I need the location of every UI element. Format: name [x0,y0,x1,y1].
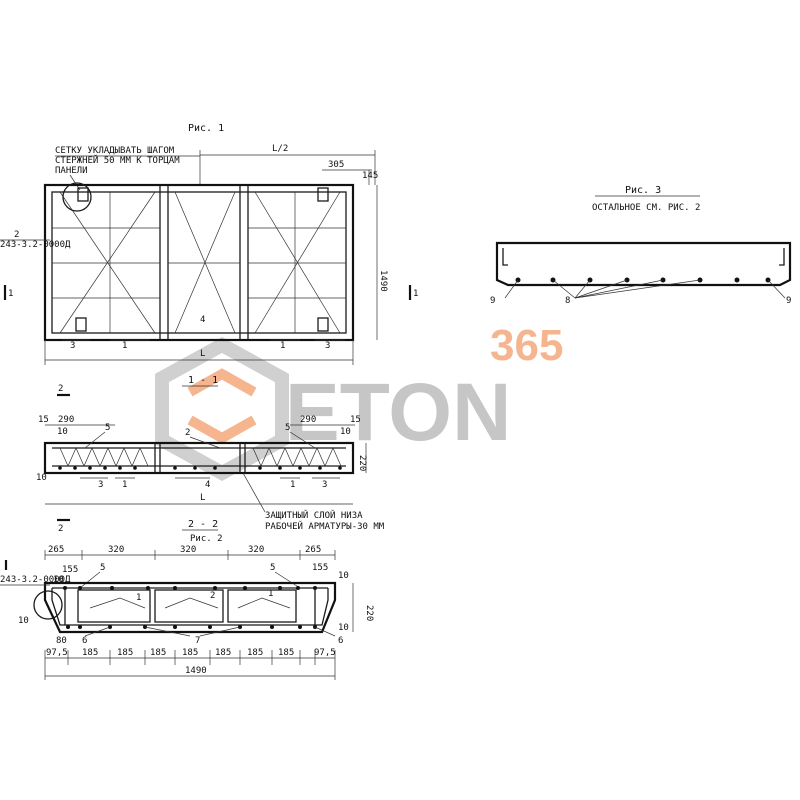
sec22-dim-bottom-8: 185 [278,648,294,658]
fig3-label-8: 8 [565,296,570,306]
sec22-dim-1490: 1490 [185,666,207,676]
fig1-dim-305: 305 [328,160,344,170]
sec11-label-5-right: 5 [285,423,290,433]
sec22-label-5-left: 5 [100,563,105,573]
section-2-2: 2 - 2 Рис. 2 265 320 320 320 265 155 155… [0,519,374,680]
fig1-label-4: 4 [200,315,205,325]
figure-1: Рис. 1 СЕТКУ УКЛАДЫВАТЬ ШАГОМ СТЕРЖНЕЙ 5… [0,123,418,365]
lifting-loop-icon [77,187,89,202]
sec11-dim-10-bottom: 10 [36,473,47,483]
sec22-label-6-left: 6 [82,636,87,646]
sec22-dim-bottom-1: 97,5 [46,648,68,658]
sec22-label-6-right: 6 [338,636,343,646]
detail-circle-icon [33,590,63,620]
sec11-dim-10-right: 10 [340,427,351,437]
lifting-loop-icon [317,317,329,332]
sec22-dim-10-tl: 10 [53,575,64,585]
sec22-dim-bottom-5: 185 [182,648,198,658]
sec11-note-line2: РАБОЧЕЙ АРМАТУРЫ-30 ММ [265,520,385,532]
sec22-label-1-a: 1 [136,593,141,603]
sec22-dim-10-br: 10 [338,623,349,633]
fig1-note-line3: ПАНЕЛИ [55,166,88,176]
fig1-ref-code: 243-3.2-0000Д [0,240,71,250]
sec11-dim-15-left: 15 [38,415,49,425]
fig1-dim-145: 145 [362,171,378,181]
fig1-note-line2: СТЕРЖНЕЙ 50 ММ К ТОРЦАМ [55,154,180,166]
sec11-label-5-left: 5 [105,423,110,433]
sec22-dim-10-left: 10 [18,616,29,626]
sec22-dim-bottom-9: 97,5 [314,648,336,658]
sec11-label-3-right: 3 [322,480,327,490]
fig1-label-3-right: 3 [325,341,330,351]
fig1-section-mark-right: 1 [413,289,418,299]
sec11-dim-10-left: 10 [57,427,68,437]
sec11-mark-2-top: 2 [58,384,63,394]
fig3-title: Рис. 3 [625,185,661,196]
sec22-dim-top-1: 265 [48,545,64,555]
sec22-dim-80: 80 [56,636,67,646]
sec11-dim-290-right: 290 [300,415,316,425]
sec22-dim-10-tr: 10 [338,571,349,581]
fig1-dim-half: L/2 [272,144,288,154]
sec11-label-4: 4 [205,480,210,490]
fig1-label-1-right: 1 [280,341,285,351]
sec11-dim-L: L [200,493,205,503]
fig1-title: Рис. 1 [188,123,224,134]
sec22-label-5-right: 5 [270,563,275,573]
watermark-brand: ETON [285,367,511,458]
sec11-dim-290-left: 290 [58,415,74,425]
sec22-dim-top-3: 320 [180,545,196,555]
sec22-title: 2 - 2 [188,519,218,530]
sec22-dim-bottom-4: 185 [150,648,166,658]
sec22-dim-top-5: 265 [305,545,321,555]
lifting-loop-icon [75,317,87,332]
sec22-label-1-b: 1 [268,589,273,599]
sec11-title: 1 - 1 [188,375,218,386]
sec22-outline [43,581,337,634]
sec11-mark-2-bottom: 2 [58,524,63,534]
sec11-label-2: 2 [185,428,190,438]
fig3-subtitle: ОСТАЛЬНОЕ СМ. РИС. 2 [592,203,700,213]
sec22-label-7: 7 [195,636,200,646]
sec11-dim-15-right: 15 [350,415,361,425]
figure-3: Рис. 3 ОСТАЛЬНОЕ СМ. РИС. 2 9 8 9 [490,185,791,306]
sec22-ref-code: 243-3.2-0000Д [0,575,71,585]
fig3-label-9-left: 9 [490,296,495,306]
sec11-note-line1: ЗАЩИТНЫЙ СЛОЙ НИЗА [265,509,363,521]
sec22-dim-top-2: 320 [108,545,124,555]
sec22-dim-155-right: 155 [312,563,328,573]
sec22-dim-bottom-7: 185 [247,648,263,658]
sec22-dim-bottom-2: 185 [82,648,98,658]
section-1-1: 1 - 1 2 15 290 10 290 15 10 [36,375,385,534]
sec22-dim-top-4: 320 [248,545,264,555]
fig1-panel-outline [43,183,355,342]
sec11-label-3-left: 3 [98,480,103,490]
fig1-dim-1490: 1490 [378,270,388,292]
fig1-note-line1: СЕТКУ УКЛАДЫВАТЬ ШАГОМ [55,146,175,156]
sec22-label-2: 2 [210,591,215,601]
sec22-dim-bottom-6: 185 [215,648,231,658]
sec11-outline [43,441,355,475]
sec11-label-1-left: 1 [122,480,127,490]
fig1-ref-num: 2 [14,230,19,240]
watermark: 365 ETON [155,321,563,481]
fig1-label-1-left: 1 [122,341,127,351]
fig1-dim-L: L [200,349,205,359]
sec22-dim-220: 220 [364,605,374,621]
sec22-subtitle: Рис. 2 [190,534,223,544]
detail-circle-icon [62,182,92,212]
sec11-dim-220: 220 [357,455,367,471]
fig3-label-9-right: 9 [786,296,791,306]
watermark-logo-icon [155,337,289,481]
sec22-dim-bottom-3: 185 [117,648,133,658]
sec22-dim-155-left: 155 [62,565,78,575]
lifting-loop-icon [317,187,329,202]
fig1-section-mark-left: 1 [8,289,13,299]
sec11-label-1-right: 1 [290,480,295,490]
fig3-section-outline [495,241,792,287]
watermark-number: 365 [490,321,563,370]
fig1-label-3-left: 3 [70,341,75,351]
